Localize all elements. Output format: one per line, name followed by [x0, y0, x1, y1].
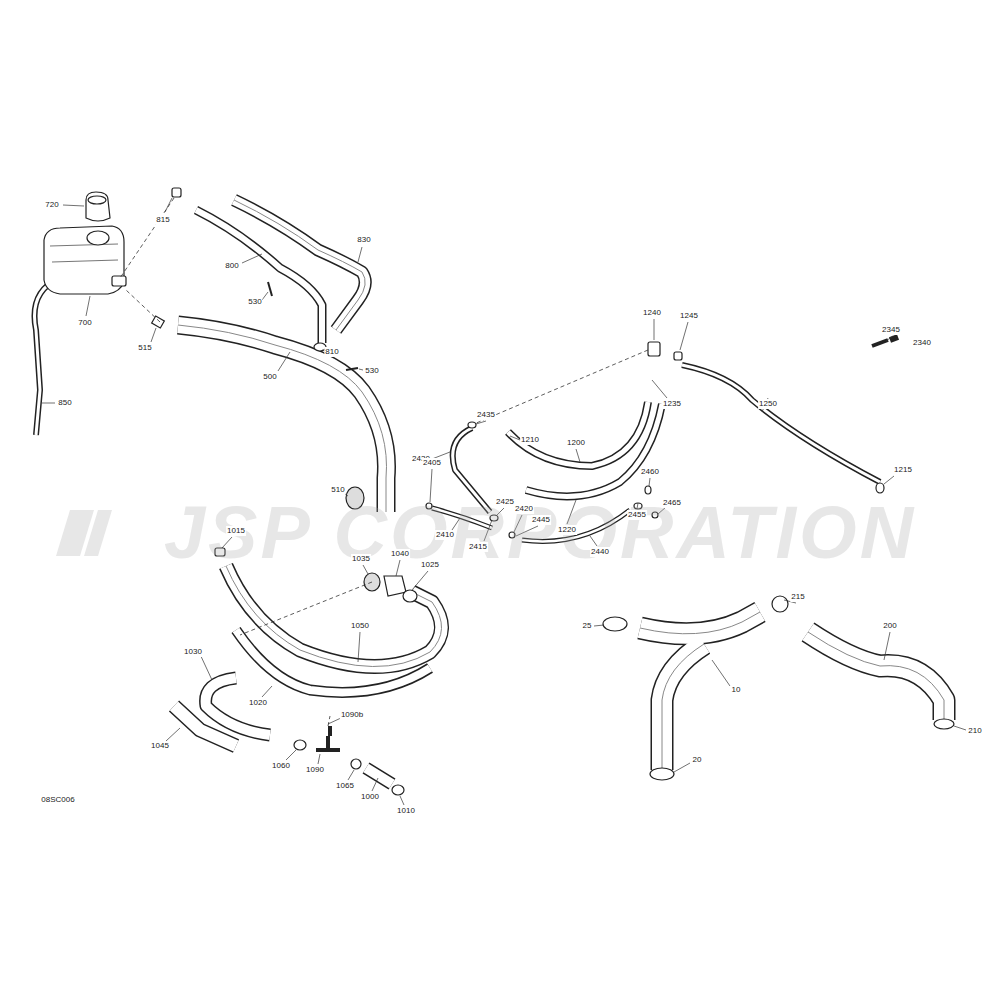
callout-number: 1200 — [566, 438, 586, 448]
callout-number: 1040 — [390, 549, 410, 559]
callout-number: 2440 — [590, 547, 610, 557]
callout-number: 810 — [324, 347, 339, 357]
callout-number: 1025 — [420, 560, 440, 570]
callout-number: 20 — [692, 755, 703, 765]
callout-number: 1250 — [758, 399, 778, 409]
callout-number: 1015 — [226, 526, 246, 536]
callout-number: 1220 — [557, 525, 577, 535]
callout-number: 1035 — [351, 554, 371, 564]
callout-number: 720 — [44, 200, 59, 210]
callout-number: 700 — [77, 318, 92, 328]
callout-number: 2425 — [495, 497, 515, 507]
callout-number: 1215 — [893, 465, 913, 475]
callout-number: 815 — [155, 215, 170, 225]
callout-number: 2420 — [514, 504, 534, 514]
drawing-code: 08SC006 — [40, 795, 75, 805]
callout-number: 510 — [330, 485, 345, 495]
callout-number: 210 — [967, 726, 982, 736]
callout-number: 215 — [790, 592, 805, 602]
callout-number: 2445 — [531, 515, 551, 525]
callout-number: 1090 — [305, 765, 325, 775]
callout-number: 1065 — [335, 781, 355, 791]
callout-number: 515 — [137, 343, 152, 353]
callout-number: 500 — [262, 372, 277, 382]
callout-number: 2435 — [476, 410, 496, 420]
callout-number: 2465 — [662, 498, 682, 508]
callout-number: 25 — [582, 621, 593, 631]
callout-number: 1020 — [248, 698, 268, 708]
callout-number: 530 — [247, 297, 262, 307]
callout-number: 1050 — [350, 621, 370, 631]
callout-number: 10 — [731, 685, 742, 695]
callout-number: 2455 — [627, 510, 647, 520]
callout-number: 2405 — [422, 458, 442, 468]
callout-number: 2410 — [435, 530, 455, 540]
callout-number: 1235 — [662, 399, 682, 409]
callout-number: 1010 — [396, 806, 416, 816]
callout-number: 1090b — [340, 710, 364, 720]
callout-number: 530 — [364, 366, 379, 376]
callout-number: 800 — [224, 261, 239, 271]
callout-number: 830 — [356, 235, 371, 245]
callout-number: 200 — [882, 621, 897, 631]
watermark: JSP CORPORATION — [164, 496, 916, 570]
callout-number: 1240 — [642, 308, 662, 318]
callout-number: 1045 — [150, 741, 170, 751]
callout-number: 1060 — [271, 761, 291, 771]
callout-number: 2345 — [881, 325, 901, 335]
callout-number: 1245 — [679, 311, 699, 321]
callout-number: 2340 — [912, 338, 932, 348]
callout-number: 1210 — [520, 435, 540, 445]
callout-number: 2415 — [468, 542, 488, 552]
callout-number: 1030 — [183, 647, 203, 657]
callout-number: 1000 — [360, 792, 380, 802]
callout-number: 850 — [57, 398, 72, 408]
callout-number: 2460 — [640, 467, 660, 477]
